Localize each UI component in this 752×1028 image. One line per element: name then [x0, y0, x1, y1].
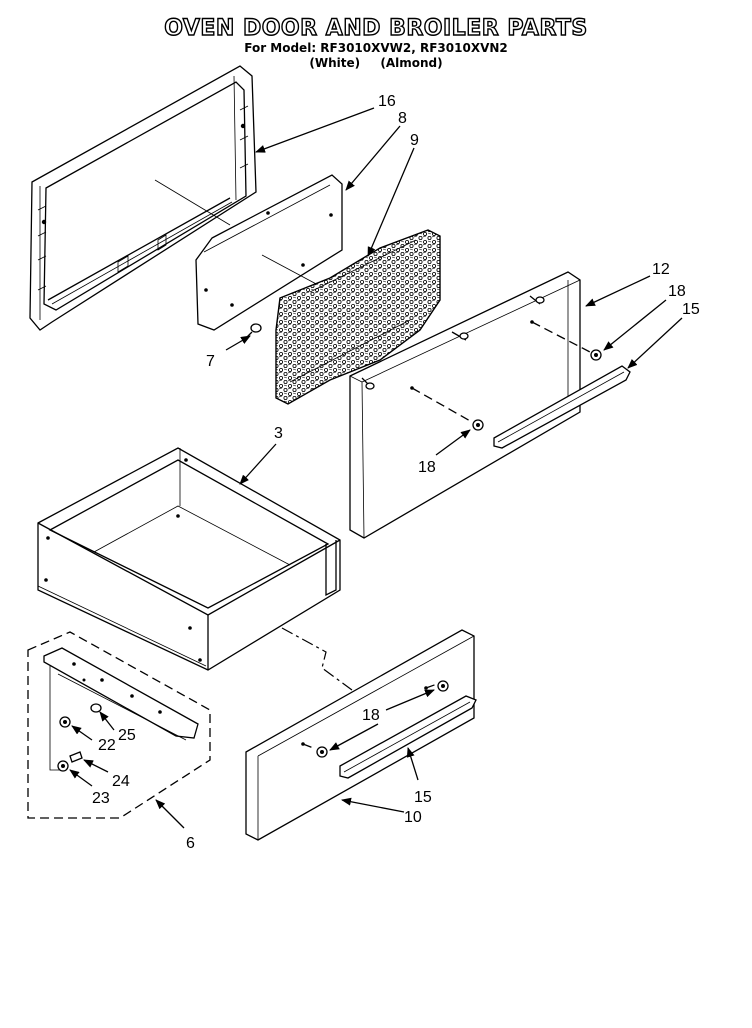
assembly-lines-lower	[302, 683, 438, 750]
model-line: For Model: RF3010XVW2, RF3010XVN2	[244, 41, 508, 55]
assembly-lines-upper	[411, 321, 591, 423]
callout-8: 8	[398, 110, 407, 127]
variant-line: (White) (Almond)	[0, 56, 752, 70]
broiler-drawer-part-3	[37, 447, 341, 671]
callout-12: 12	[652, 261, 670, 278]
callout-15-lower: 15	[414, 789, 432, 806]
callout-23: 23	[92, 790, 110, 807]
callout-18-upper-left: 18	[418, 459, 436, 476]
callout-7: 7	[206, 353, 215, 370]
drawer-front-part-10	[245, 629, 475, 841]
door-panel-part-8	[195, 174, 343, 331]
screw-part-7	[245, 323, 262, 339]
door-handle-part-15-upper	[493, 365, 631, 449]
spacers-part-18-lower	[316, 680, 449, 758]
callout-3: 3	[274, 425, 283, 442]
variant-almond: (Almond)	[380, 56, 443, 70]
callout-22: 22	[98, 737, 116, 754]
callout-6: 6	[186, 835, 195, 852]
callout-18-lower: 18	[362, 707, 380, 724]
callout-10: 10	[404, 809, 422, 826]
callout-18-upper-right: 18	[668, 283, 686, 300]
assembly-line-drawer	[281, 627, 353, 691]
spacers-part-18-upper	[472, 349, 602, 431]
inner-door-frame-part-16	[29, 65, 257, 331]
callout-25: 25	[118, 727, 136, 744]
insulation-part-9	[275, 229, 441, 405]
outer-door-part-12	[349, 271, 581, 539]
callout-15-upper: 15	[682, 301, 700, 318]
variant-white: (White)	[309, 56, 361, 70]
callout-9: 9	[410, 132, 419, 149]
drawer-handle-part-15-lower	[339, 695, 477, 779]
diagram-title: OVEN DOOR AND BROILER PARTS	[164, 15, 588, 41]
callout-24: 24	[112, 773, 130, 790]
slide-assembly-part-6	[27, 631, 211, 819]
callout-16: 16	[378, 93, 396, 110]
leader-lines	[69, 107, 683, 829]
callout-labels: 16 8 9 7 12 18 15 18 3 18 15 10 22 25 24…	[92, 93, 700, 852]
